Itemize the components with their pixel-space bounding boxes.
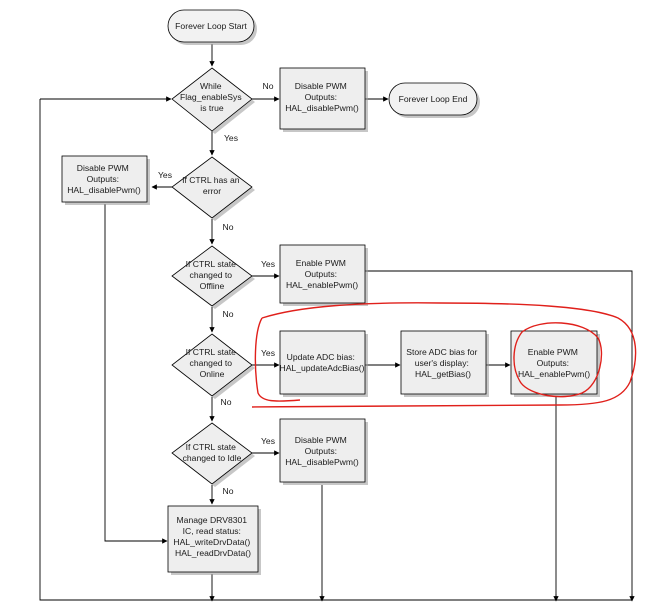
idle-no-label: No [223,486,234,496]
end-label: Forever Loop End [399,94,468,104]
ctrl-error-line-1: If CTRL has an [182,175,240,185]
online-no-label: No [221,397,232,407]
manage-line-1: Manage DRV8301 [177,515,248,525]
red-outer-loop [251,302,637,408]
enable-online-line-3: HAL_enablePwm() [518,369,590,379]
error-yes-label: Yes [158,170,172,180]
red-outer-loop-left [254,317,301,402]
disable-idle-line-2: Outputs: [305,446,337,456]
svg-text:Store ADC bias for user': Store ADC bias for user's display: HAL_g… [406,347,480,379]
online-decision: If CTRL state changed to Online [171,333,255,399]
return-line-enable-offline [365,270,633,600]
manage-line-3: HAL_writeDrvData() [173,537,250,547]
store-adc-bias-box: Store ADC bias for user's display: HAL_g… [400,330,489,397]
svg-text:Enable PWM Outputs:: Enable PWM Outputs: HAL_enablePwm() [286,258,358,290]
offline-line-3: Offline [200,281,225,291]
enable-offline-line-3: HAL_enablePwm() [286,280,358,290]
disable-left-line-3: HAL_disablePwm() [67,185,141,195]
disable-top-line-3: HAL_disablePwm() [285,103,359,113]
red-inner-circle [513,322,603,398]
enable-offline-line-2: Outputs: [305,269,337,279]
svg-text:While Flag_enableSys: While Flag_enableSys is true [180,81,244,113]
red-annotation [251,302,637,408]
update-adc-line-2: HAL_updateAdcBias() [279,363,364,373]
offline-no-label: No [223,309,234,319]
while-line-2: Flag_enableSys [180,92,242,102]
svg-text:Manage DRV8301 IC, read: Manage DRV8301 IC, read status: HAL_writ… [173,515,252,558]
offline-decision: If CTRL state changed to Offline [171,245,255,309]
store-adc-line-1: Store ADC bias for [406,347,477,357]
disable-idle-line-3: HAL_disablePwm() [285,457,359,467]
disable-left-line-2: Outputs: [87,174,119,184]
ctrl-error-decision: If CTRL has an error [171,156,255,221]
while-no-label: No [263,81,274,91]
manage-drv8301-box: Manage DRV8301 IC, read status: HAL_writ… [167,505,261,575]
connectors [39,44,635,602]
svg-text:Disable PWM Outputs:: Disable PWM Outputs: HAL_disablePwm() [285,81,359,113]
svg-text:Enable PWM Outputs:: Enable PWM Outputs: HAL_enablePwm() [518,347,590,379]
disable-left-line-1: Disable PWM [77,163,129,173]
svg-text:If CTRL has an error: If CTRL has an error [182,175,242,196]
online-line-1: If CTRL state [186,347,237,357]
offline-line-1: If CTRL state [186,259,237,269]
update-adc-bias-box: Update ADC bias: HAL_updateAdcBias() [279,330,368,397]
store-adc-line-3: HAL_getBias() [415,369,471,379]
idle-decision: If CTRL state changed to Idle [171,422,255,487]
enable-online-line-2: Outputs: [537,358,569,368]
svg-text:Forever Loop End: Forever Loop End [399,94,468,104]
svg-text:If CTRL state changed to: If CTRL state changed to Offline [186,259,239,291]
idle-yes-label: Yes [261,436,275,446]
manage-line-4: HAL_readDrvData() [175,548,251,558]
manage-line-2: IC, read status: [183,526,241,536]
enable-pwm-online-box: Enable PWM Outputs: HAL_enablePwm() [510,330,600,397]
enable-offline-line-1: Enable PWM [296,258,346,268]
online-yes-label: Yes [261,348,275,358]
disable-pwm-idle-box: Disable PWM Outputs: HAL_disablePwm() [279,418,368,485]
disable-top-line-2: Outputs: [305,92,337,102]
svg-text:Forever Loop Start: Forever Loop Start [175,21,247,31]
end-terminal: Forever Loop End [388,82,480,118]
error-no-label: No [223,222,234,232]
disable-idle-line-1: Disable PWM [295,435,347,445]
idle-line-1: If CTRL state [186,442,237,452]
start-label: Forever Loop Start [175,21,247,31]
svg-text:If CTRL state changed to: If CTRL state changed to Online [186,347,239,379]
enable-pwm-offline-box: Enable PWM Outputs: HAL_enablePwm() [279,244,368,306]
update-adc-line-1: Update ADC bias: [287,352,355,362]
while-line-1: While [200,81,222,91]
bottom-return-bus [39,99,632,601]
svg-text:Disable PWM Outputs:: Disable PWM Outputs: HAL_disablePwm() [285,435,359,467]
while-decision: While Flag_enableSys is true [171,67,255,134]
disable-top-line-1: Disable PWM [295,81,347,91]
disable-pwm-top-box: Disable PWM Outputs: HAL_disablePwm() [279,67,368,132]
start-terminal: Forever Loop Start [167,9,257,45]
while-line-3: is true [200,103,224,113]
svg-text:Update ADC bias: HAL_upd: Update ADC bias: HAL_updateAdcBias() [279,352,364,373]
edge-labels: No Yes Yes No Yes No Yes No Yes No [158,81,275,496]
enable-online-line-1: Enable PWM [528,347,578,357]
ctrl-error-line-2: error [203,186,221,196]
svg-text:If CTRL state changed to: If CTRL state changed to Idle [183,442,242,463]
while-yes-label: Yes [224,133,238,143]
online-line-2: changed to [190,358,233,368]
online-line-3: Online [200,369,225,379]
idle-line-2: changed to Idle [183,453,242,463]
offline-yes-label: Yes [261,259,275,269]
offline-line-2: changed to [190,270,233,280]
svg-text:Disable PWM Outputs:: Disable PWM Outputs: HAL_disablePwm() [67,163,141,195]
disable-pwm-left-box: Disable PWM Outputs: HAL_disablePwm() [61,155,150,205]
store-adc-line-2: user's display: [415,358,469,368]
arrow-left-disable-to-manage [104,204,168,544]
